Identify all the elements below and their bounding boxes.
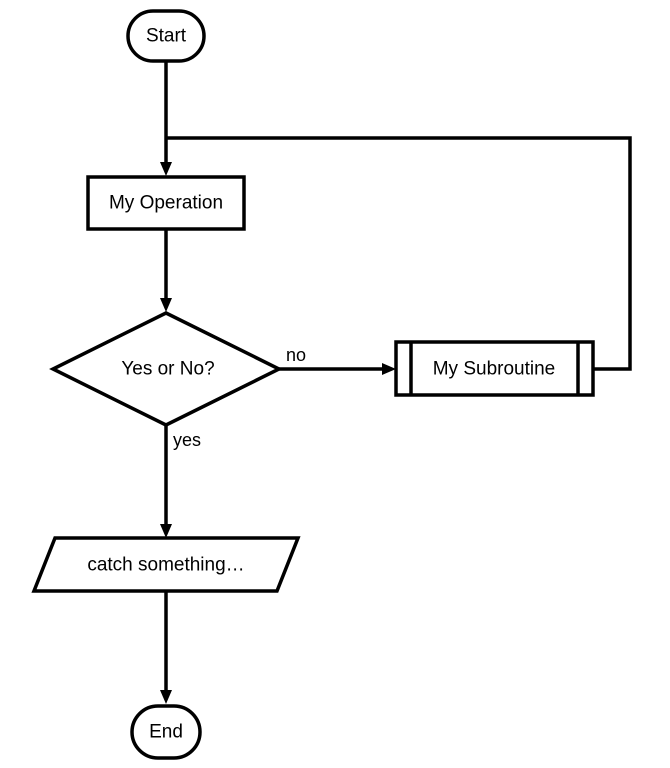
connectors: [160, 62, 632, 704]
start-label: Start: [146, 26, 187, 47]
end-label: End: [149, 722, 183, 743]
input-node: catch something…: [31, 536, 301, 593]
arrowhead-end: [160, 690, 172, 704]
operation-process-shape: [86, 175, 246, 231]
subroutine-node: My Subroutine: [394, 340, 595, 397]
start-node: Start: [126, 9, 206, 63]
decision-label: Yes or No?: [121, 359, 214, 380]
arrowhead-operation: [160, 162, 172, 176]
end-terminator-shape: [130, 704, 202, 760]
subroutine-label: My Subroutine: [433, 359, 556, 380]
start-terminator-shape: [126, 9, 206, 63]
arrowhead-input: [160, 524, 172, 538]
input-parallelogram-shape: [31, 536, 301, 593]
edge-subroutine-loop-back: [166, 136, 632, 371]
arrowhead-subroutine: [382, 363, 396, 375]
operation-node: My Operation: [86, 175, 246, 231]
end-node: End: [130, 704, 202, 760]
operation-label: My Operation: [109, 193, 223, 214]
decision-diamond-shape: [49, 311, 283, 427]
edge-label-yes: yes: [173, 430, 201, 450]
arrowhead-decision: [160, 298, 172, 312]
input-label: catch something…: [87, 555, 244, 576]
decision-node: Yes or No?: [49, 311, 283, 427]
edge-label-no: no: [286, 345, 306, 365]
subroutine-outer-shape: [394, 340, 595, 397]
